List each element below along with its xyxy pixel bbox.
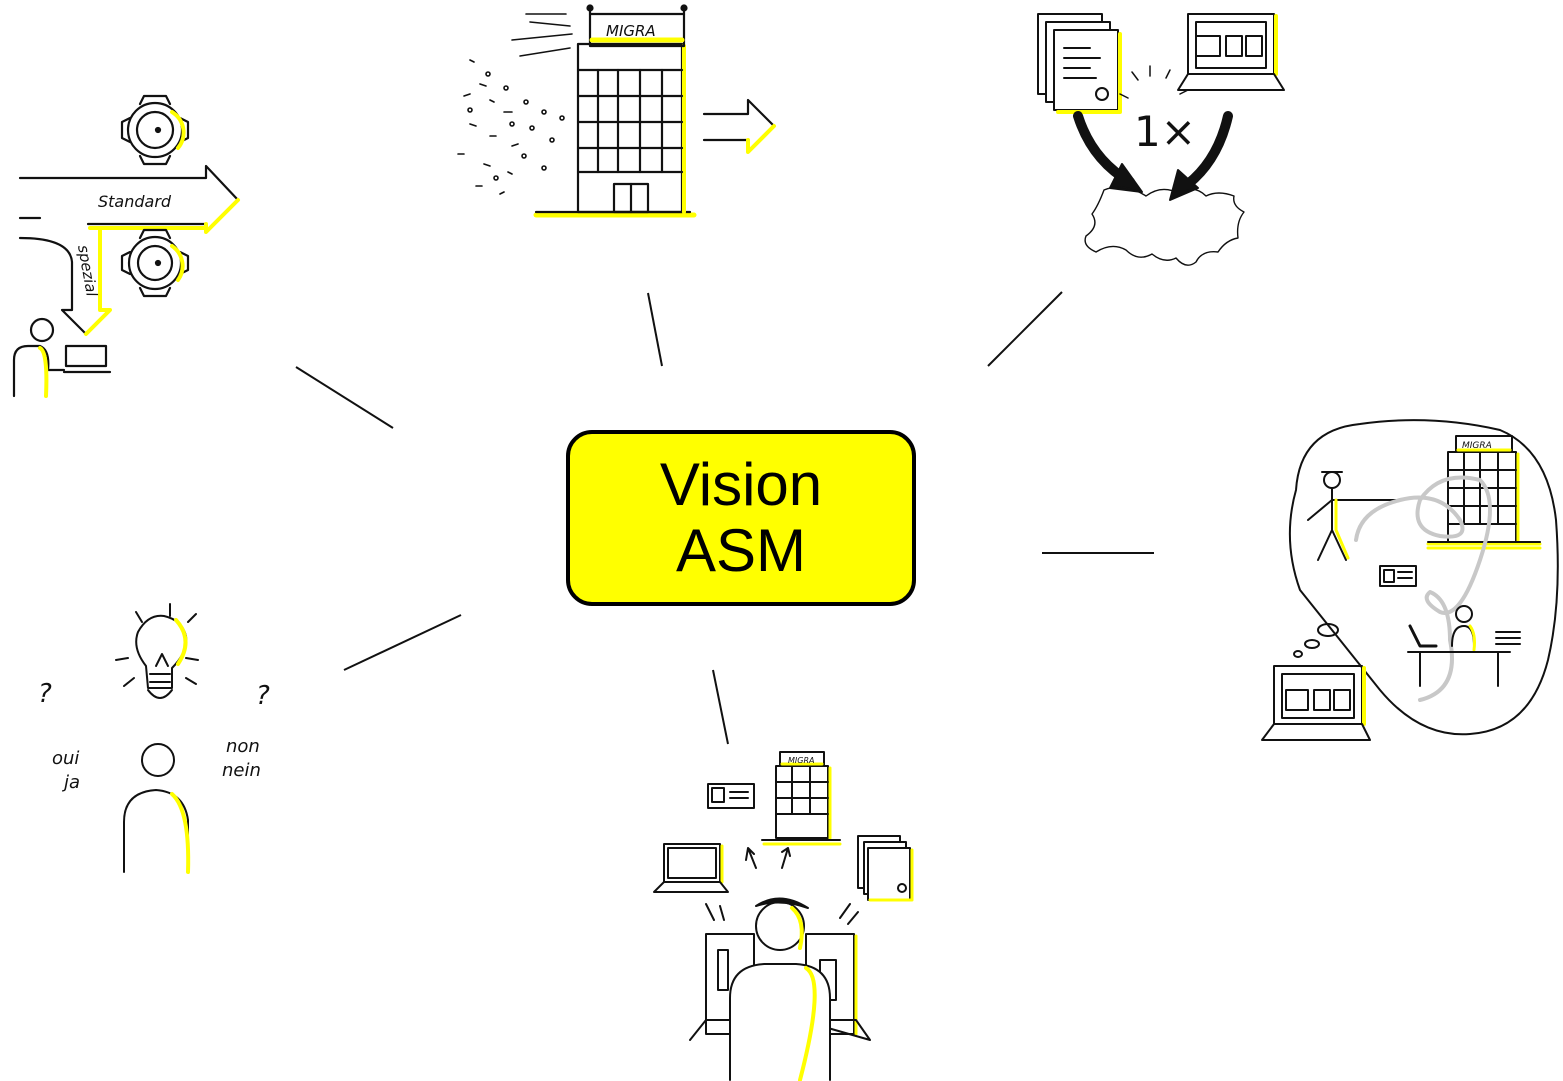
document-icon [1037, 13, 1122, 114]
question-left: ? [38, 679, 52, 709]
data-stream [457, 13, 573, 195]
gear-icon [120, 94, 190, 166]
guided-path-sketch [1261, 419, 1559, 741]
nein-label: nein [222, 760, 261, 781]
connector-top [647, 292, 663, 367]
connector-top-left [295, 366, 394, 429]
decision-person-sketch [115, 603, 199, 874]
non-label: non [226, 736, 260, 757]
central-topic-line1: Vision [659, 451, 823, 518]
oui-label: oui [52, 748, 79, 769]
lightbulb-icon [115, 603, 199, 699]
ja-label: ja [61, 772, 80, 793]
arrow-right-icon [702, 98, 776, 154]
spezial-arrow [18, 226, 112, 336]
central-person-sketch [653, 751, 914, 1081]
laptop-icon [1177, 13, 1285, 91]
connector-top-right [987, 291, 1063, 367]
once-label: 1× [1134, 107, 1196, 156]
connector-bottom-left [343, 614, 462, 671]
migra-label: MIGRA [606, 22, 656, 40]
question-right: ? [256, 681, 270, 711]
standard-process-sketch [12, 94, 240, 398]
laptop-icon [1261, 665, 1371, 741]
arrow-down-icon [1183, 111, 1233, 189]
connector-bottom [712, 669, 729, 745]
central-topic-box: Vision ASM [566, 430, 916, 606]
migra-sign [588, 12, 686, 48]
migra-building-sketch [457, 4, 776, 218]
switzerland-map [1084, 186, 1245, 266]
route-path [1354, 475, 1492, 702]
once-only-sketch [1037, 13, 1285, 266]
migra-label-small: MIGRA [1462, 441, 1492, 451]
person-at-desk [12, 317, 112, 398]
migra-label-bottom: MIGRA [788, 756, 815, 765]
spezial-label: spezial [74, 244, 101, 299]
central-topic-line2: ASM [675, 517, 807, 584]
standard-label: Standard [98, 192, 172, 211]
gear-icon [120, 228, 190, 298]
connector-lines [295, 291, 1154, 745]
standard-arrow [18, 164, 240, 234]
